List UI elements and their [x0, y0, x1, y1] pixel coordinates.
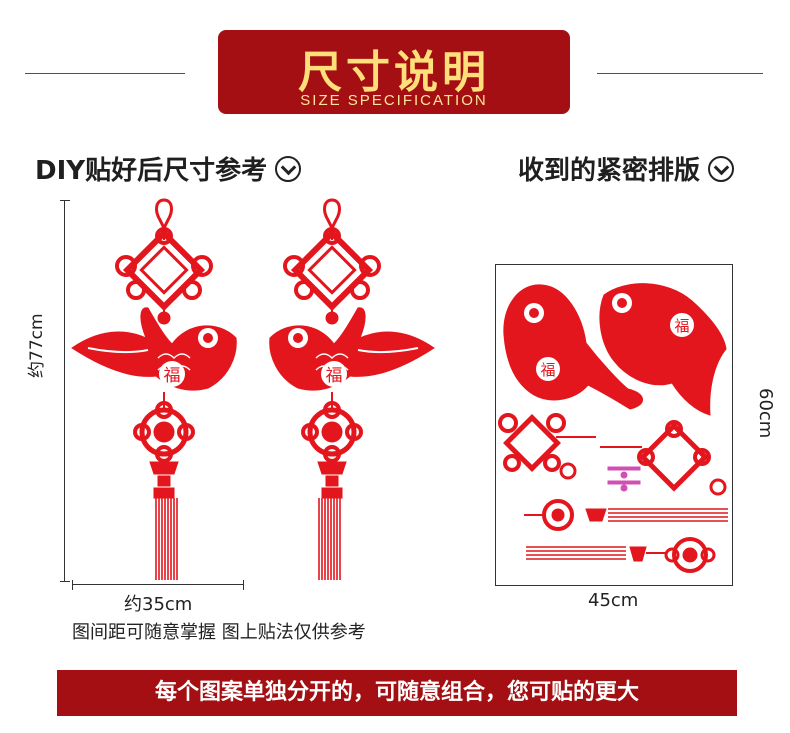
- chevron-down-circle-icon: [708, 155, 735, 182]
- header-divider-right: [597, 73, 763, 74]
- sticker-sheet-illustration: 福 福: [498, 283, 728, 573]
- page-subtitle: SIZE SPECIFICATION: [300, 92, 488, 109]
- section-title-installed-size-text: DIY贴好后尺寸参考: [35, 156, 268, 186]
- fish-blessing-char: 福: [326, 366, 343, 386]
- sheet-height-label: 60cm: [755, 388, 776, 439]
- page-title: 尺寸说明: [298, 47, 490, 98]
- section-title-installed-size: DIY贴好后尺寸参考: [35, 150, 302, 187]
- sheet-blessing-char-2: 福: [674, 317, 689, 335]
- footer-banner: 每个图案单独分开的，可随意组合，您可贴的更大: [57, 670, 737, 716]
- chevron-down-circle-icon: [275, 155, 302, 182]
- height-dimension-line: [60, 200, 70, 582]
- fish-pendant-illustration-right: 福: [269, 198, 435, 580]
- width-dimension-label: 约35cm: [124, 594, 193, 615]
- section-title-received-layout: 收到的紧密排版: [518, 150, 735, 187]
- header-divider-left: [25, 73, 185, 74]
- height-dimension-label: 约77cm: [27, 313, 47, 378]
- fish-blessing-char: 福: [164, 366, 181, 386]
- section-title-received-layout-text: 收到的紧密排版: [518, 156, 701, 186]
- sheet-width-label: 45cm: [588, 590, 639, 611]
- width-dimension-line: [72, 580, 244, 590]
- sheet-blessing-char-1: 福: [540, 361, 555, 379]
- fish-pendant-illustration-left: 福: [71, 198, 237, 580]
- title-badge: 尺寸说明 SIZE SPECIFICATION: [218, 30, 570, 114]
- spacing-note: 图间距可随意掌握 图上贴法仅供参考: [72, 622, 366, 643]
- sticker-sheet: 福 福: [495, 264, 733, 586]
